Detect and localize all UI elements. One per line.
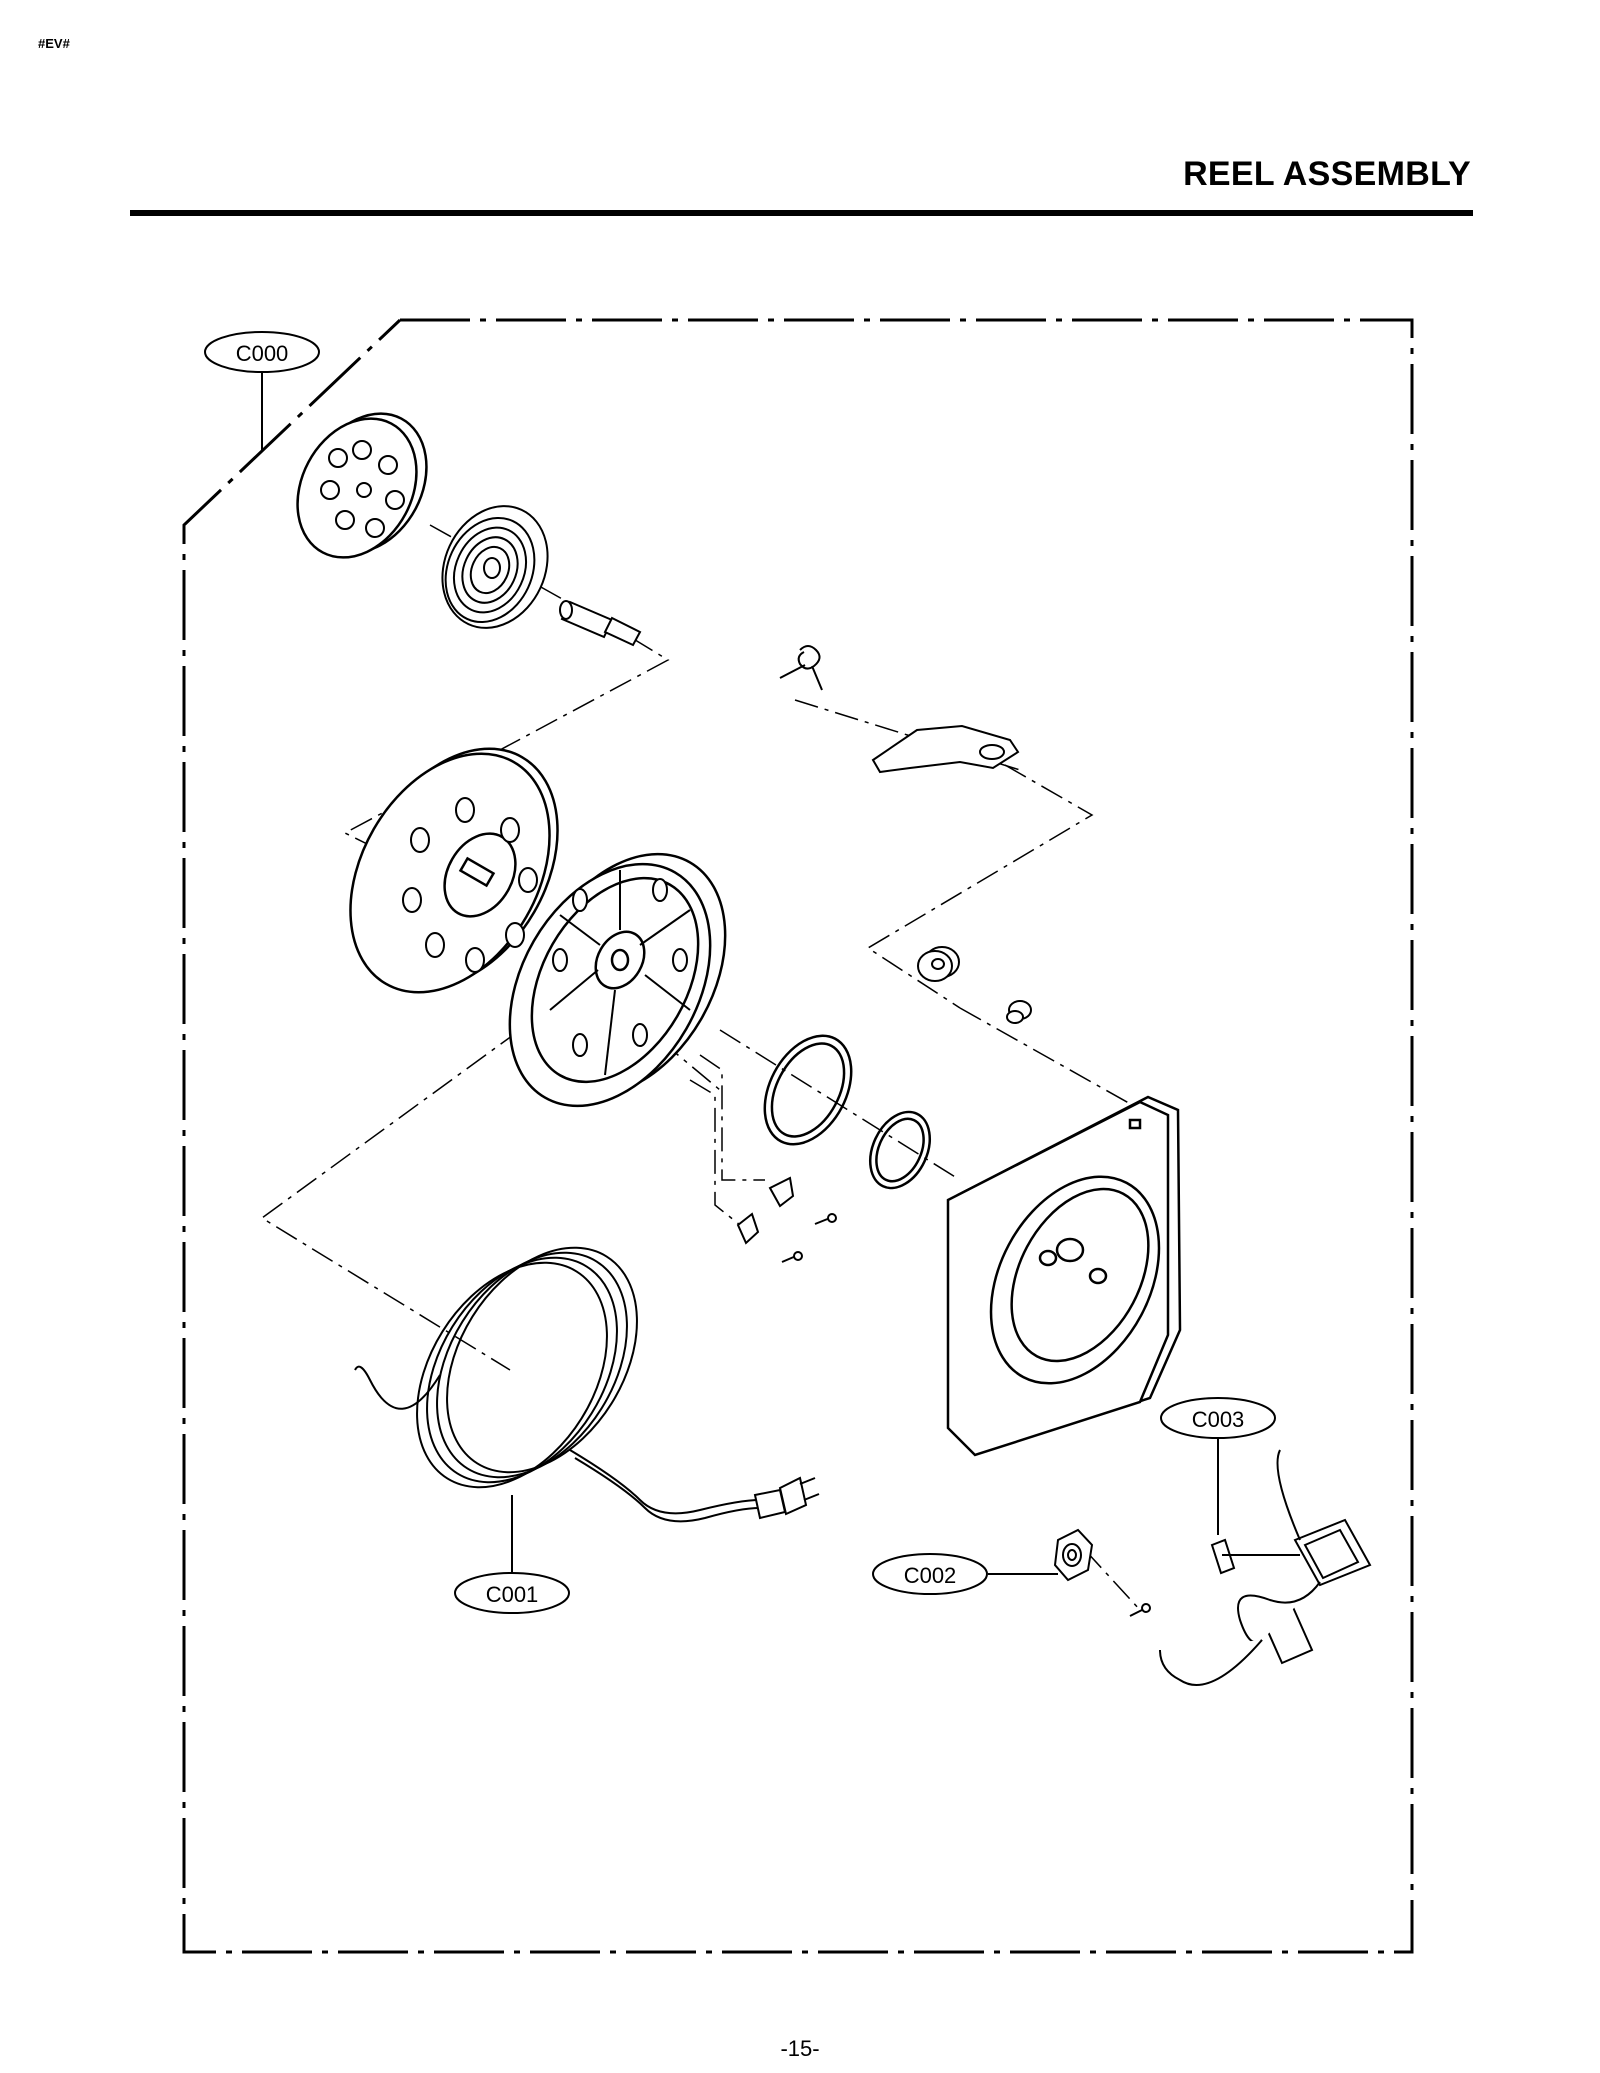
spiral-spring: [441, 505, 549, 629]
callout-c003: C003: [1160, 1397, 1300, 1556]
callout-c002-label: C002: [904, 1563, 957, 1588]
cord-stopper: [1053, 1528, 1094, 1582]
callout-c002: C002: [872, 1553, 1058, 1595]
assembly-guide-lines: [260, 524, 1151, 1611]
power-plug: [753, 1476, 820, 1520]
callout-c003-label: C003: [1192, 1407, 1245, 1432]
bushing: [917, 946, 1032, 1024]
page-title: REEL ASSEMBLY: [1183, 155, 1471, 193]
title-rule: [130, 210, 1473, 216]
clips-and-screws: [736, 1176, 1151, 1617]
torsion-spring: [779, 645, 823, 691]
callout-c000-label: C000: [236, 341, 289, 366]
reel-drum: [508, 852, 727, 1108]
reel-shaft: [559, 600, 642, 647]
reel-housing: [946, 1095, 1182, 1457]
assembly-boundary-frame: [182, 318, 1414, 1954]
corner-tag: #EV#: [38, 36, 70, 51]
page-number: -15-: [780, 2036, 820, 2061]
lock-lever: [871, 724, 1020, 774]
callout-c001-label: C001: [486, 1582, 539, 1607]
callout-c000: C000: [204, 331, 320, 452]
cord-switch: [1159, 1449, 1372, 1686]
power-cord: [354, 1246, 761, 1523]
reel-plate: [349, 747, 559, 994]
retaining-rings: [763, 1034, 931, 1190]
spring-cover: [296, 412, 428, 559]
callout-c001: C001: [454, 1495, 570, 1614]
